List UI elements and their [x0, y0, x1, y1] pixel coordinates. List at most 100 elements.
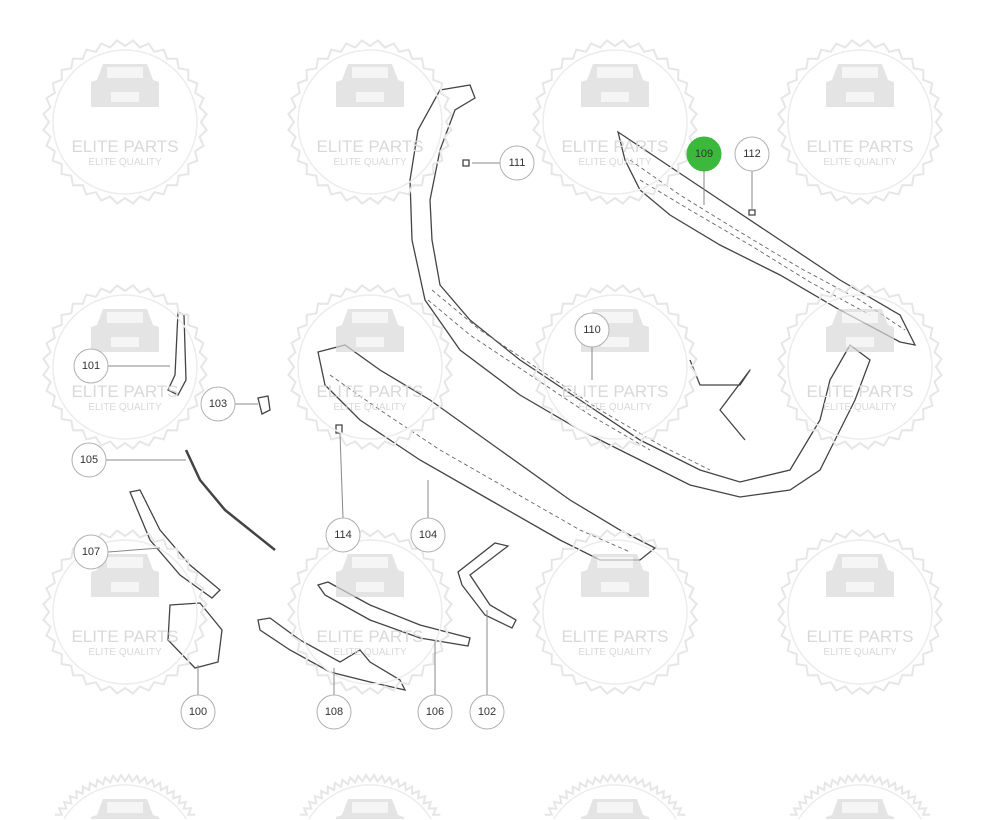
part-109-detail-line	[639, 179, 871, 316]
car-icon	[91, 309, 159, 352]
seal-ring	[787, 539, 933, 685]
watermark-subtitle: ELITE QUALITY	[333, 647, 407, 658]
part-102-corner-trim	[457, 542, 517, 629]
watermark-subtitle: ELITE QUALITY	[578, 157, 652, 168]
watermark-title: ELITE PARTS	[316, 627, 423, 646]
car-icon	[581, 554, 649, 597]
watermark-title: ELITE PARTS	[71, 627, 178, 646]
callout-layer: 111 109 112 101 110 103 105 107 114 104 100 108 106 1…	[71, 136, 770, 730]
callout-circle	[410, 517, 446, 553]
car-icon	[826, 554, 894, 597]
car-icon	[336, 554, 404, 597]
bumper-parts	[129, 84, 917, 691]
watermark-subtitle: ELITE QUALITY	[823, 402, 897, 413]
seal-ring	[798, 784, 922, 820]
callout-103[interactable]: 103	[200, 386, 236, 422]
seal-border-icon	[287, 39, 453, 205]
seal-border-icon	[287, 529, 453, 695]
callout-circle	[73, 348, 109, 384]
car-icon	[336, 64, 404, 107]
seal-border-icon	[532, 284, 698, 450]
callout-label: 102	[478, 706, 496, 718]
callout-104[interactable]: 104	[410, 517, 446, 553]
callout-107[interactable]: 107	[73, 534, 109, 570]
seal-ring	[787, 49, 933, 195]
seal-border-icon	[287, 284, 453, 450]
part-110-detail-line	[431, 289, 711, 471]
callout-102[interactable]: 102	[469, 694, 505, 730]
callout-label: 107	[82, 546, 100, 558]
part-100-tow-cover	[167, 602, 223, 669]
callout-circle	[417, 694, 453, 730]
watermark-title: ELITE PARTS	[71, 137, 178, 156]
seal-ring	[553, 784, 677, 820]
watermark	[789, 773, 931, 820]
part-104-detail-line	[329, 374, 631, 553]
watermark	[299, 773, 441, 820]
callout-label: 100	[189, 706, 207, 718]
seal-ring	[63, 784, 187, 820]
callout-label: 110	[583, 324, 601, 336]
callout-100[interactable]: 100	[180, 694, 216, 730]
part-110-bumper-cover	[409, 84, 871, 498]
callout-circle	[574, 312, 610, 348]
leader-lines	[106, 162, 753, 695]
seal-ring	[297, 49, 443, 195]
callout-109[interactable]: 109	[686, 136, 722, 172]
seal-border-icon	[42, 39, 208, 205]
callout-label: 112	[743, 148, 761, 160]
seal-border-icon	[54, 773, 196, 816]
part-105-trim-strip	[184, 449, 276, 551]
part-110-detail-line	[427, 299, 651, 451]
callout-circle	[499, 145, 535, 181]
seal-ring	[297, 294, 443, 440]
callout-label: 109	[695, 148, 713, 160]
seal-border-icon	[532, 529, 698, 695]
seal-border-icon	[777, 284, 943, 450]
seal-border-icon	[544, 773, 686, 816]
part-108-trim	[257, 617, 407, 691]
callout-112[interactable]: 112	[734, 136, 770, 172]
part-110-opening	[689, 359, 751, 441]
seal-ring	[542, 539, 688, 685]
callout-106[interactable]: 106	[417, 694, 453, 730]
seal-ring	[297, 539, 443, 685]
leader-line-107	[107, 547, 161, 553]
seal-border-icon	[789, 773, 931, 816]
callout-105[interactable]: 105	[71, 442, 107, 478]
watermark-subtitle: ELITE QUALITY	[333, 157, 407, 168]
callout-101[interactable]: 101	[73, 348, 109, 384]
car-icon	[91, 799, 159, 819]
part-104-lower-spoiler	[317, 344, 657, 561]
watermark-subtitle: ELITE QUALITY	[333, 402, 407, 413]
callout-114[interactable]: 114	[325, 517, 361, 553]
callout-circle	[71, 442, 107, 478]
watermark-title: ELITE PARTS	[316, 137, 423, 156]
watermark-title: ELITE PARTS	[806, 137, 913, 156]
callout-label: 101	[82, 360, 100, 372]
callout-111[interactable]: 111	[499, 145, 535, 181]
car-icon	[826, 309, 894, 352]
car-icon	[826, 64, 894, 107]
watermark-subtitle: ELITE QUALITY	[823, 157, 897, 168]
watermark-title: ELITE PARTS	[561, 382, 668, 401]
seal-border-icon	[299, 773, 441, 816]
seal-ring	[52, 539, 198, 685]
callout-108[interactable]: 108	[316, 694, 352, 730]
callout-110[interactable]: 110	[574, 312, 610, 348]
watermark-subtitle: ELITE QUALITY	[823, 647, 897, 658]
part-107-trim	[129, 489, 221, 599]
car-icon	[91, 64, 159, 107]
callout-circle	[73, 534, 109, 570]
watermark-title: ELITE PARTS	[561, 627, 668, 646]
callout-label: 114	[334, 529, 352, 541]
watermark-subtitle: ELITE QUALITY	[88, 157, 162, 168]
watermark-subtitle: ELITE QUALITY	[88, 402, 162, 413]
